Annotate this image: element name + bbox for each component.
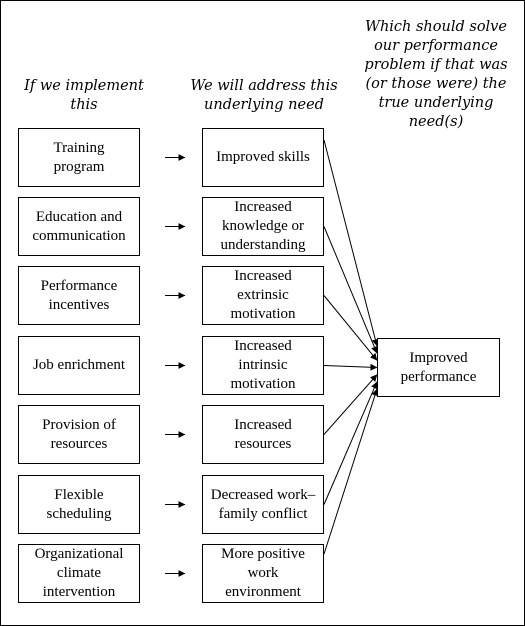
need-box: Improved skills [202, 128, 324, 187]
intervention-label: Performance incentives [40, 277, 118, 313]
need-to-outcome-arrow [323, 374, 378, 435]
need-to-outcome-arrow [323, 139, 379, 347]
need-box: Increased resources [202, 405, 324, 464]
header-underlying-needs: We will address this underlying need [190, 78, 338, 113]
need-to-outcome-arrow [323, 388, 379, 555]
intervention-box: Provision of resources [18, 405, 140, 464]
need-box: Increased knowledge or understanding [202, 197, 324, 256]
intervention-box: Flexible scheduling [18, 475, 140, 534]
intervention-label: Flexible scheduling [46, 486, 112, 522]
need-box: More positive work environment [202, 544, 324, 603]
header-interventions: If we implement this [24, 78, 144, 113]
intervention-box: Performance incentives [18, 266, 140, 325]
need-label: Improved skills [216, 149, 310, 165]
need-to-outcome-arrow [323, 295, 378, 361]
need-to-outcome-arrow [323, 363, 378, 371]
intervention-label: Provision of resources [42, 416, 116, 452]
outcome-label: Improved performance [400, 349, 477, 385]
need-label: Increased intrinsic motivation [230, 338, 296, 392]
header-outcome: Which should solve our performance probl… [364, 19, 508, 130]
intervention-label: Education and communication [32, 208, 126, 244]
need-label: Increased resources [234, 416, 292, 452]
intervention-box: Job enrichment [18, 336, 140, 395]
intervention-label: Training program [53, 139, 105, 175]
intervention-box: Education and communication [18, 197, 140, 256]
need-label: Increased extrinsic motivation [230, 268, 296, 322]
need-box: Increased extrinsic motivation [202, 266, 324, 325]
need-label: Increased knowledge or understanding [220, 199, 306, 253]
outcome-box-improved-performance: Improved performance [377, 338, 500, 397]
need-box: Increased intrinsic motivation [202, 336, 324, 395]
need-label: Decreased work– family conflict [210, 486, 316, 522]
intervention-label: Job enrichment [32, 357, 126, 373]
need-to-outcome-arrow [323, 381, 378, 505]
intervention-box: Organizational climate intervention [18, 544, 140, 603]
need-box: Decreased work– family conflict [202, 475, 324, 534]
need-to-outcome-arrow [323, 226, 378, 354]
intervention-box: Training program [18, 128, 140, 187]
intervention-label: Organizational climate intervention [34, 546, 124, 600]
need-label: More positive work environment [221, 546, 305, 600]
